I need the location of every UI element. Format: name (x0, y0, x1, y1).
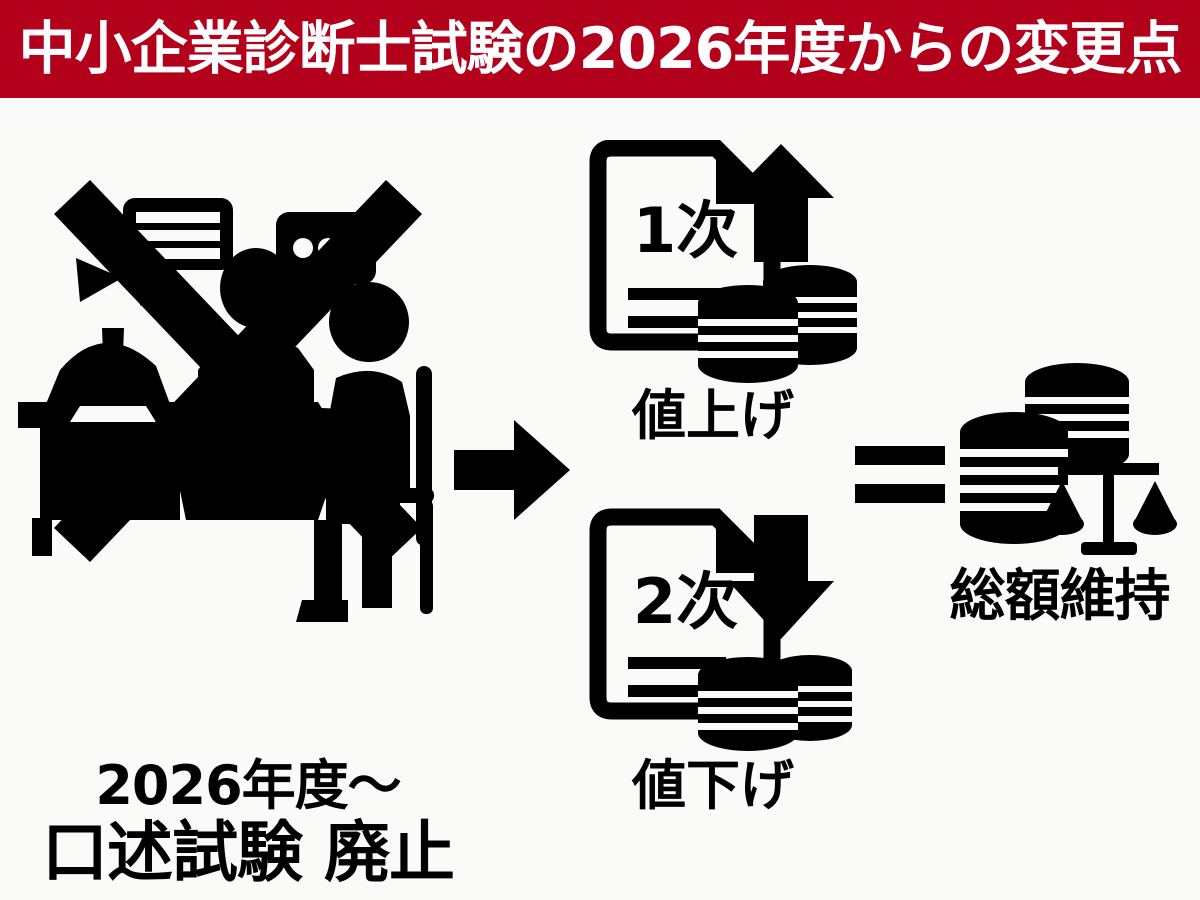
examiner-seated-icon (46, 258, 170, 404)
total-amount-maintained-caption: 総額維持 (949, 564, 1171, 629)
document-line (628, 657, 726, 669)
down-arrow-icon (728, 515, 834, 639)
title-banner: 中小企業診断士試験の2026年度からの変更点 (0, 0, 1200, 98)
equals-bar-top (855, 446, 945, 465)
equals-sign-icon (855, 440, 950, 510)
oral-exam-crossed-out-illustration (18, 170, 458, 690)
total-amount-maintained-group: 総額維持 (945, 350, 1200, 650)
oral-exam-caption-year: 2026年度〜 (95, 754, 401, 817)
coin-stack-icon (698, 285, 798, 383)
coins-and-balance-scale-illustration (945, 350, 1185, 565)
coin-stack-icon (698, 657, 798, 751)
second-exam-fee-decrease-illustration: 2次 (588, 505, 878, 755)
balance-scale-icon (1040, 450, 1177, 555)
first-exam-fee-increase-illustration: 1次 (588, 139, 878, 385)
page-title: 中小企業診断士試験の2026年度からの変更点 (18, 15, 1183, 82)
second-exam-document-label: 2次 (633, 565, 738, 638)
up-arrow-icon (728, 144, 834, 262)
fee-increase-caption: 値上げ (632, 384, 794, 447)
oral-exam-section: 2026年度〜 口述試験 廃止 (18, 110, 458, 886)
equals-bar-bottom (855, 484, 945, 503)
right-arrow-icon (452, 418, 572, 522)
oral-exam-caption: 2026年度〜 口述試験 廃止 (18, 758, 478, 886)
oral-exam-caption-abolished: 口述試験 廃止 (42, 814, 455, 892)
second-exam-fee-decrease-group: 2次 (588, 505, 878, 845)
cross-out-x-icon (54, 180, 422, 562)
first-exam-fee-increase-group: 1次 (588, 139, 878, 470)
first-exam-document-label: 1次 (633, 194, 738, 267)
fee-decrease-caption: 値下げ (632, 754, 794, 817)
